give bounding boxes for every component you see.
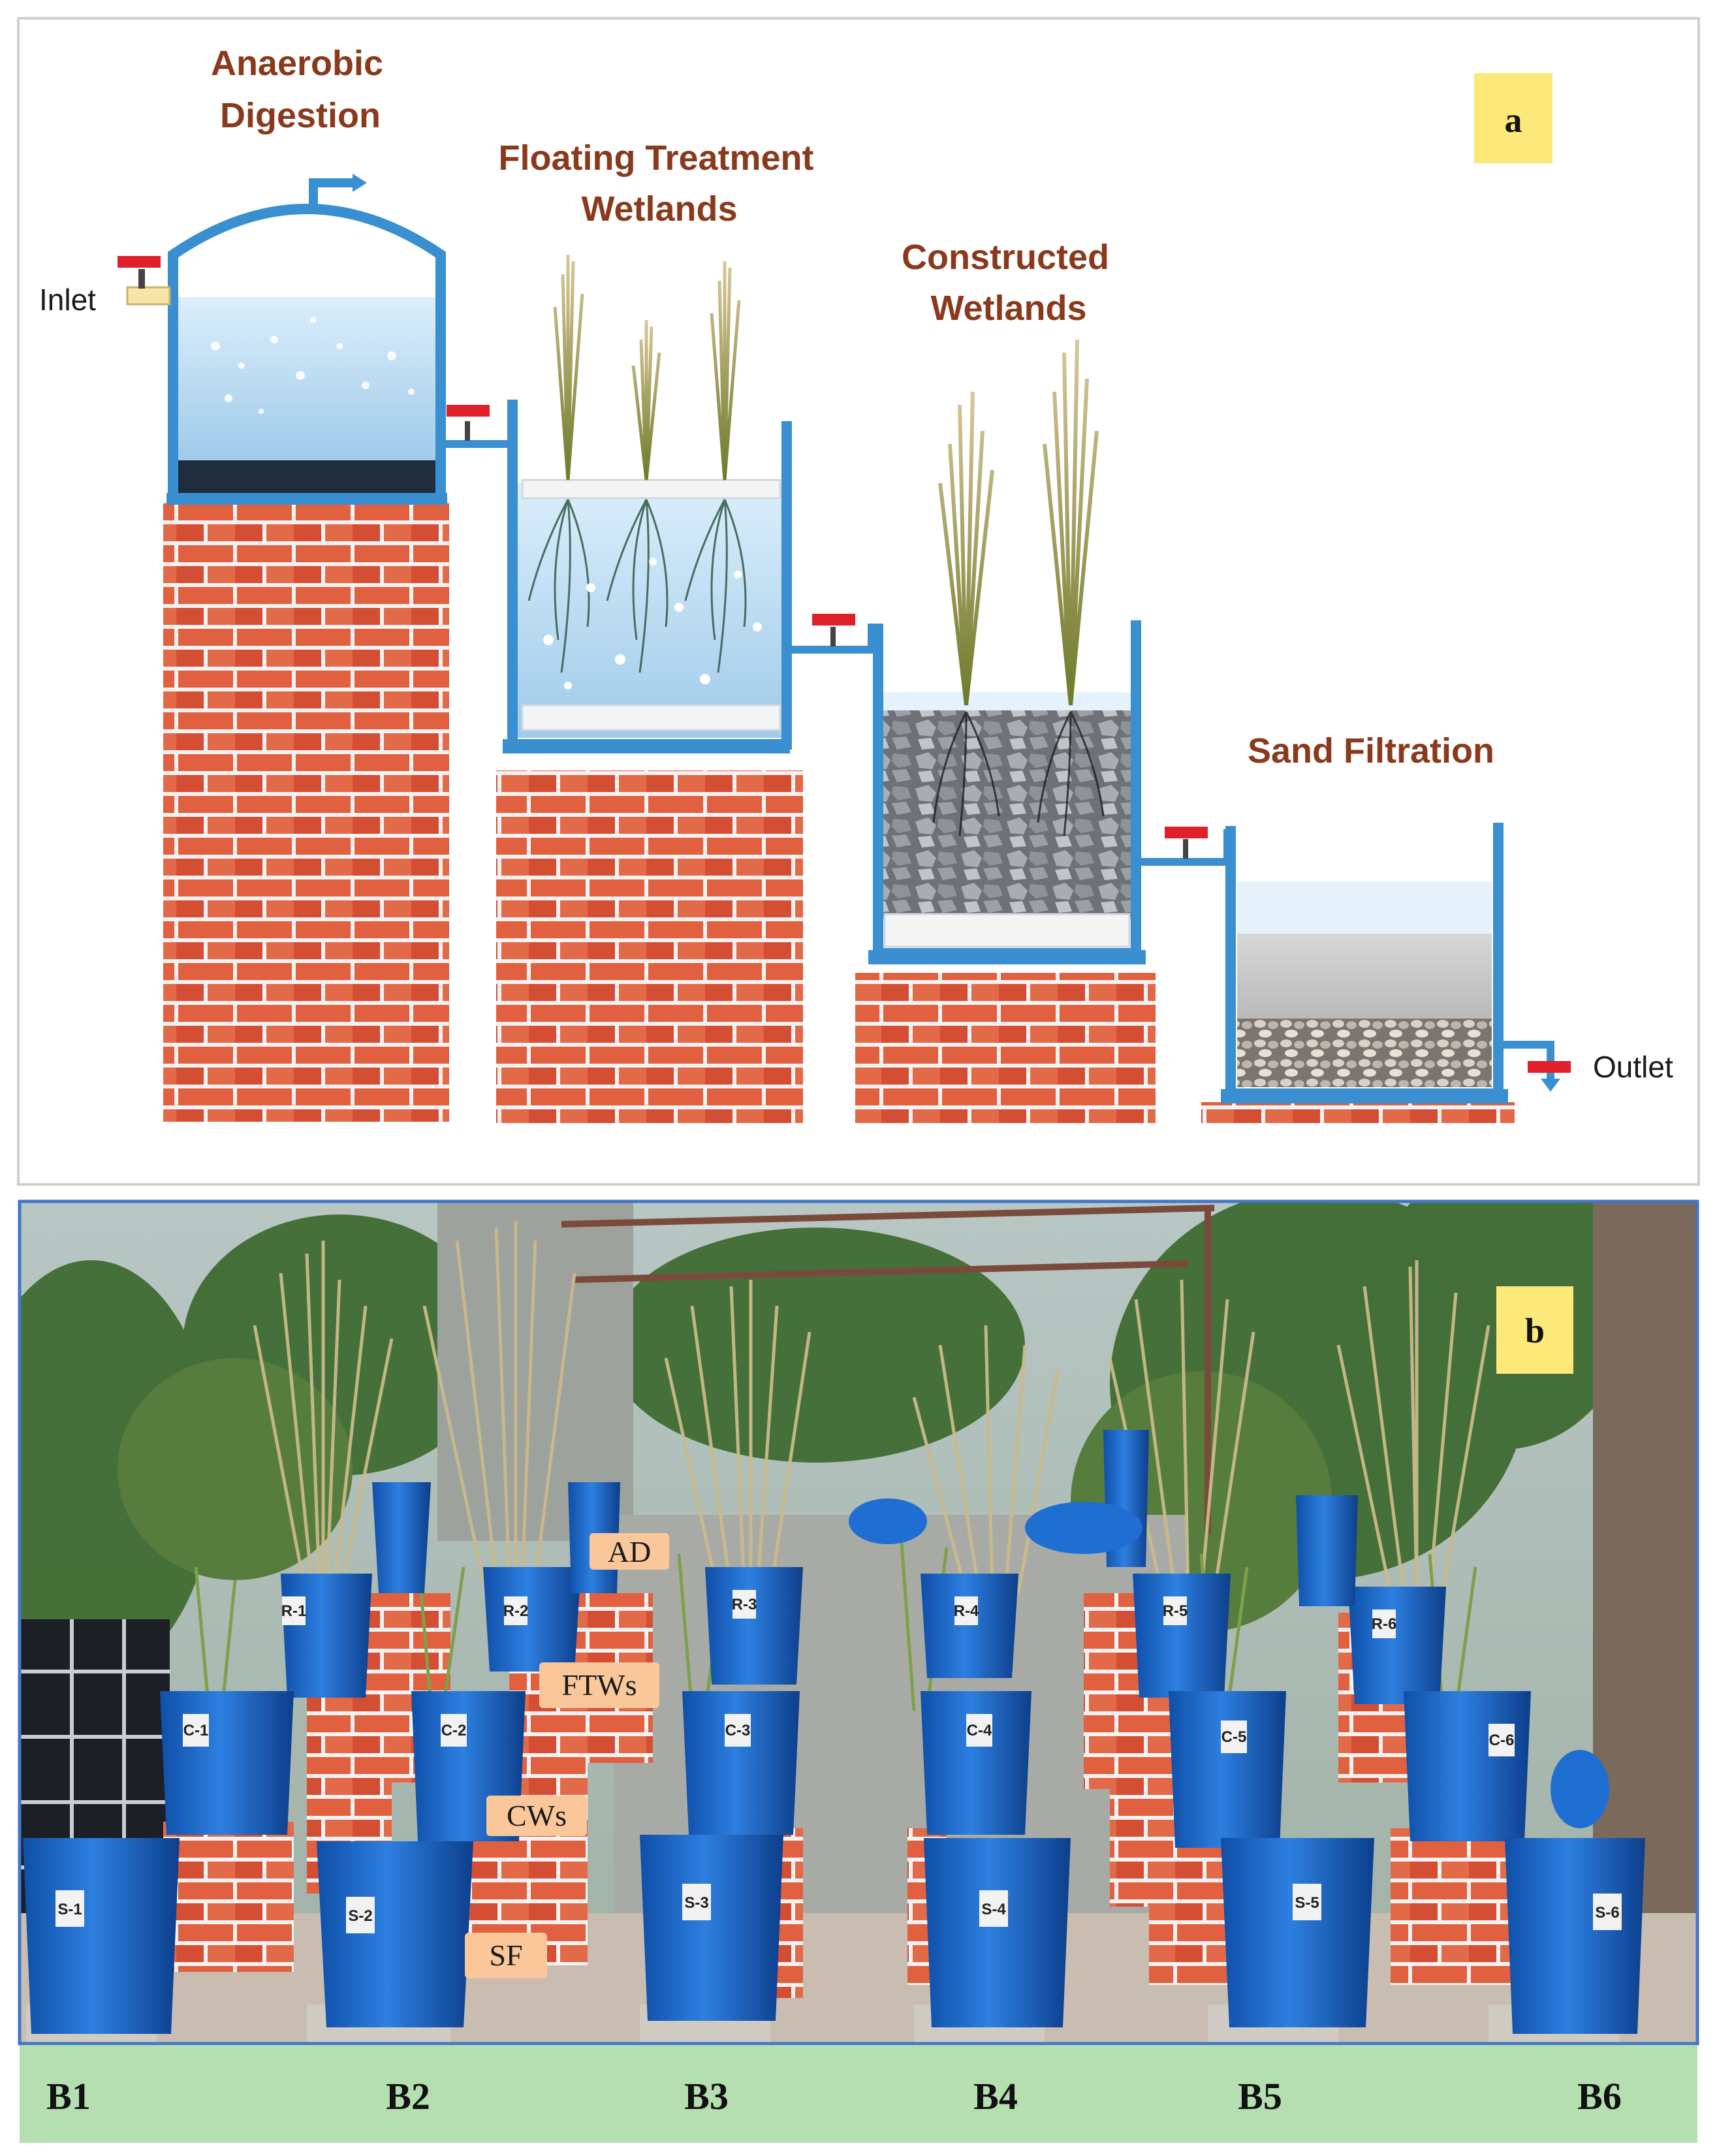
bucket-labels-top: R-1 R-2 R-3 R-4 R-5 R-6 — [281, 1590, 1397, 1638]
svg-text:S-6: S-6 — [1595, 1904, 1619, 1922]
brick-pillar-cw — [855, 973, 1156, 1123]
stage-title-cw-line1: Constructed — [902, 238, 1109, 277]
tag-sf: SF — [489, 1939, 522, 1972]
stage-title-ftw-line1: Floating Treatment — [498, 138, 813, 178]
svg-text:C-1: C-1 — [183, 1722, 209, 1739]
inlet-label: Inlet — [39, 283, 96, 317]
batch-label-b2: B2 — [386, 2075, 430, 2117]
svg-text:R-6: R-6 — [1372, 1615, 1397, 1633]
tag-ftw-box — [539, 1662, 659, 1708]
stage-title-ftw-line2: Wetlands — [581, 189, 737, 229]
svg-text:S-3: S-3 — [684, 1894, 708, 1912]
tag-ad-box — [590, 1533, 669, 1570]
brick-pillar-ftw — [496, 770, 803, 1123]
svg-text:R-2: R-2 — [503, 1602, 529, 1620]
svg-text:C-2: C-2 — [441, 1722, 467, 1739]
grass-clumps — [253, 1221, 1490, 1600]
brick-base-sf — [1201, 1102, 1515, 1123]
batch-label-b5: B5 — [1238, 2075, 1282, 2117]
svg-text:C-3: C-3 — [725, 1722, 751, 1739]
anaerobic-digestion-tank — [166, 174, 447, 505]
tag-ad: AD — [608, 1535, 651, 1568]
outlet-arrow-icon — [1541, 1079, 1560, 1092]
bucket-labels-bottom: S-1 S-2 S-3 S-4 S-5 S-6 — [55, 1884, 1622, 1933]
cw-plants — [938, 339, 1099, 706]
field-photo: R-1 R-2 R-3 R-4 R-5 R-6 C-1 C-2 C-3 C-4 … — [20, 1201, 1697, 2044]
brick-pillar-ad — [163, 501, 449, 1122]
tag-sf-box — [465, 1933, 547, 1978]
batch-label-b4: B4 — [973, 2075, 1018, 2117]
batch-label-b1: B1 — [46, 2075, 91, 2117]
constructed-wetland-tank — [868, 620, 1146, 964]
stage-title-ad-line1: Anaerobic — [211, 44, 383, 83]
outlet-valve-icon — [1528, 1061, 1571, 1073]
svg-text:S-1: S-1 — [57, 1901, 82, 1918]
panel-a-letter-box — [1474, 73, 1552, 163]
valve-cw-sf-icon — [1165, 827, 1208, 838]
outlet-label: Outlet — [1593, 1050, 1673, 1084]
batch-label-b3: B3 — [684, 2075, 729, 2117]
panel-a-letter: a — [1505, 101, 1522, 140]
svg-text:R-4: R-4 — [954, 1602, 979, 1620]
svg-text:R-3: R-3 — [732, 1596, 757, 1613]
valve-ftw-cw-icon — [812, 614, 855, 626]
panel-b-letter: b — [1525, 1311, 1545, 1350]
gas-outlet-arrow-icon — [353, 174, 367, 192]
svg-text:R-1: R-1 — [281, 1602, 307, 1620]
stage-title-sf: Sand Filtration — [1248, 731, 1494, 770]
stage-tags: AD FTWs CWs SF — [465, 1533, 669, 1978]
stage-title-ad-line2: Digestion — [220, 96, 381, 135]
svg-text:C-4: C-4 — [967, 1722, 992, 1739]
batch-label-b6: B6 — [1577, 2075, 1622, 2117]
inlet-valve-icon — [118, 256, 161, 268]
tag-cw: CWs — [507, 1799, 567, 1832]
svg-text:C-6: C-6 — [1489, 1732, 1515, 1749]
inlet-pipe — [118, 256, 171, 306]
floating-treatment-wetland-tank — [503, 400, 792, 753]
sf-buckets — [23, 1835, 1645, 2034]
svg-text:S-5: S-5 — [1295, 1894, 1319, 1912]
svg-text:S-2: S-2 — [348, 1907, 372, 1925]
stage-title-cw-line2: Wetlands — [930, 289, 1086, 328]
svg-text:C-5: C-5 — [1221, 1728, 1247, 1746]
tag-cw-box — [486, 1796, 587, 1836]
panel-b-letter-box — [1496, 1286, 1573, 1374]
panel-a: Anaerobic Digestion Floating Treatment W… — [17, 17, 1700, 1186]
batch-label-strip — [20, 2045, 1697, 2143]
outlet-pipe — [1498, 1041, 1571, 1092]
bucket-labels-middle: C-1 C-2 C-3 C-4 C-5 C-6 — [183, 1714, 1515, 1756]
svg-text:S-4: S-4 — [981, 1901, 1006, 1918]
panel-b: R-1 R-2 R-3 R-4 R-5 R-6 C-1 C-2 C-3 C-4 … — [18, 1199, 1699, 2143]
tag-ftw: FTWs — [562, 1668, 637, 1702]
pipe-ftw-cw — [787, 614, 875, 654]
valve-ad-ftw-icon — [447, 405, 490, 417]
svg-text:R-5: R-5 — [1163, 1602, 1188, 1620]
sand-filtration-tank — [1221, 823, 1508, 1103]
panel-b-frame — [18, 1199, 1699, 2046]
ftw-plants — [553, 255, 741, 481]
